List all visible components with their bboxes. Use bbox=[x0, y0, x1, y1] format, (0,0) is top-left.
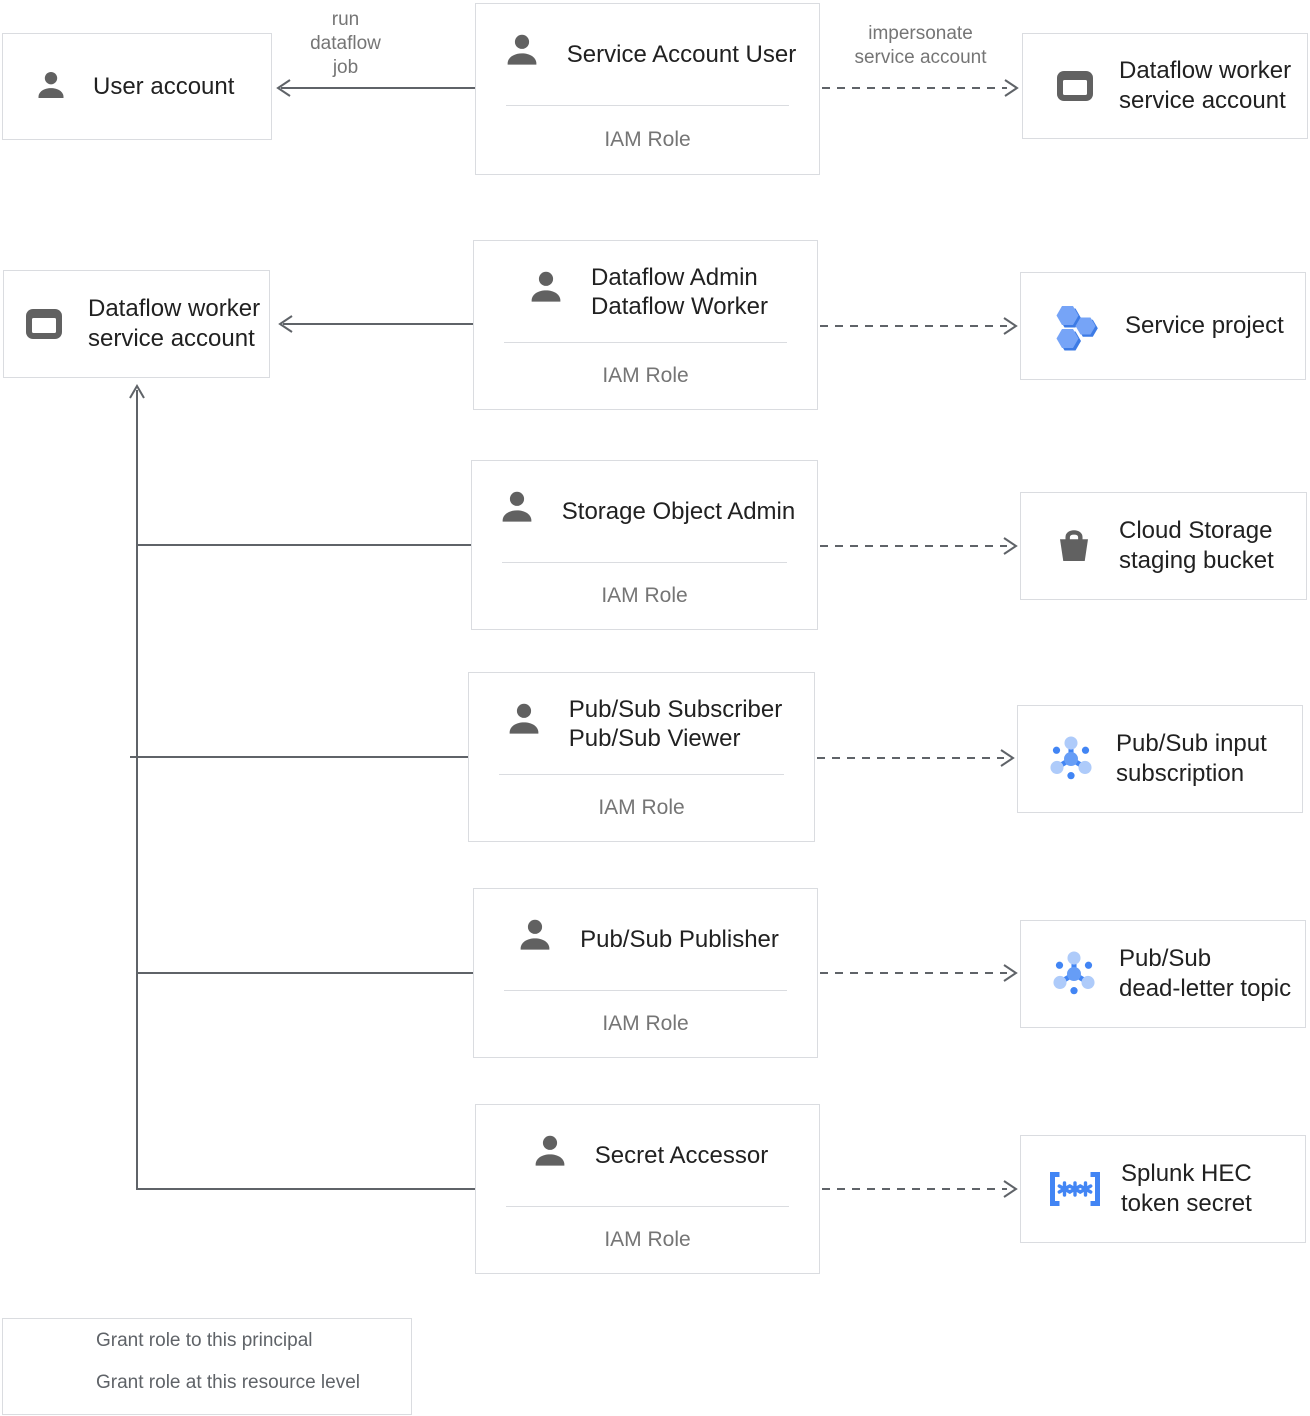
role-secret-accessor: Secret Accessor IAM Role bbox=[475, 1104, 820, 1274]
run-dataflow-job-label: run dataflow job bbox=[283, 8, 408, 80]
role-title: Storage Object Admin bbox=[561, 498, 796, 525]
project-hexagons-icon bbox=[1049, 299, 1103, 353]
node-label: User account bbox=[93, 72, 235, 100]
dataflow-worker-sa-node-right: Dataflow worker service account bbox=[1022, 33, 1308, 139]
iam-role-label: IAM Role bbox=[601, 584, 688, 607]
dataflow-worker-sa-node-left: Dataflow worker service account bbox=[3, 270, 270, 378]
role-service-account-user: Service Account User IAM Role bbox=[475, 3, 820, 175]
role-title: Service Account User bbox=[566, 41, 797, 68]
edge-label-line: dataflow bbox=[310, 33, 381, 54]
secret-icon bbox=[1043, 1166, 1107, 1212]
edge-label-line: run bbox=[331, 9, 360, 30]
role-title: Pub/Sub Publisher bbox=[580, 926, 779, 953]
divider bbox=[504, 990, 787, 991]
node-label: Splunk HEC token secret bbox=[1121, 1160, 1252, 1217]
pubsub-input-subscription-node: Pub/Sub input subscription bbox=[1017, 705, 1303, 813]
divider bbox=[506, 105, 789, 106]
splunk-hec-secret-node: Splunk HEC token secret bbox=[1020, 1135, 1306, 1243]
service-account-icon bbox=[1053, 66, 1097, 106]
person-icon bbox=[512, 914, 558, 965]
role-storage-object-admin: Storage Object Admin IAM Role bbox=[471, 460, 818, 630]
iam-role-label: IAM Role bbox=[604, 1228, 691, 1251]
node-label: Dataflow worker service account bbox=[1119, 57, 1292, 114]
role-pubsub-subscriber-viewer: Pub/Sub Subscriber Pub/Sub Viewer IAM Ro… bbox=[468, 672, 815, 842]
iam-role-label: IAM Role bbox=[602, 364, 689, 387]
pubsub-icon bbox=[1045, 945, 1103, 1003]
role-title: Dataflow Admin Dataflow Worker bbox=[591, 263, 768, 320]
divider bbox=[499, 774, 784, 775]
legend bbox=[2, 1318, 412, 1415]
edge-label-line: job bbox=[332, 57, 359, 78]
person-icon bbox=[31, 67, 71, 107]
iam-role-label: IAM Role bbox=[598, 796, 685, 819]
divider bbox=[504, 342, 787, 343]
node-label: Dataflow worker service account bbox=[88, 295, 261, 352]
person-icon bbox=[494, 486, 540, 537]
node-label: Pub/Sub dead-letter topic bbox=[1119, 945, 1292, 1002]
legend-solid-arrow-label: Grant role to this principal bbox=[96, 1330, 313, 1351]
impersonate-service-account-label: impersonate service account bbox=[823, 22, 1018, 70]
pubsub-icon bbox=[1042, 730, 1100, 788]
edge-label-line: impersonate bbox=[868, 23, 973, 44]
storage-bucket-icon bbox=[1051, 523, 1097, 569]
pubsub-dead-letter-topic-node: Pub/Sub dead-letter topic bbox=[1020, 920, 1306, 1028]
role-title: Secret Accessor bbox=[594, 1142, 769, 1169]
cloud-storage-bucket-node: Cloud Storage staging bucket bbox=[1020, 492, 1307, 600]
node-label: Pub/Sub input subscription bbox=[1116, 730, 1267, 787]
person-icon bbox=[499, 29, 545, 80]
user-account-node: User account bbox=[2, 33, 272, 140]
role-pubsub-publisher: Pub/Sub Publisher IAM Role bbox=[473, 888, 818, 1058]
person-icon bbox=[523, 266, 569, 317]
node-label: Service project bbox=[1125, 312, 1284, 339]
service-project-node: Service project bbox=[1020, 272, 1306, 380]
legend-dashed-arrow-label: Grant role at this resource level bbox=[96, 1372, 361, 1393]
edge-label-line: service account bbox=[854, 47, 987, 68]
person-icon bbox=[527, 1130, 573, 1181]
divider bbox=[502, 562, 787, 563]
person-icon bbox=[501, 698, 547, 749]
iam-role-label: IAM Role bbox=[602, 1012, 689, 1035]
role-title: Pub/Sub Subscriber Pub/Sub Viewer bbox=[568, 695, 783, 752]
role-dataflow-admin-worker: Dataflow Admin Dataflow Worker IAM Role bbox=[473, 240, 818, 410]
iam-role-label: IAM Role bbox=[604, 128, 691, 151]
service-account-icon bbox=[22, 304, 66, 344]
divider bbox=[506, 1206, 789, 1207]
node-label: Cloud Storage staging bucket bbox=[1119, 517, 1274, 574]
